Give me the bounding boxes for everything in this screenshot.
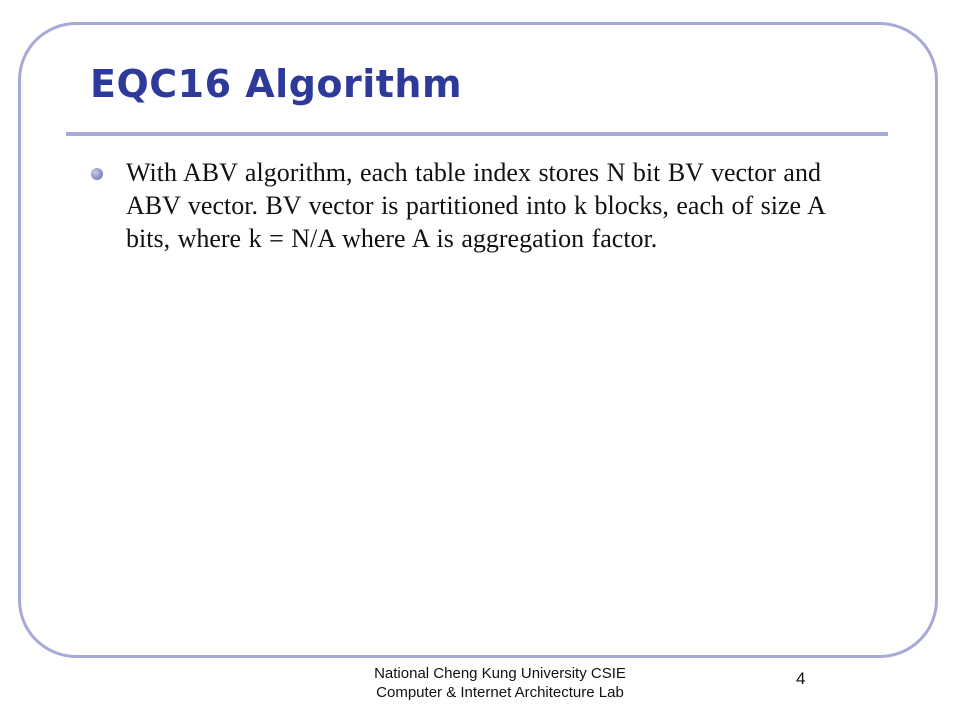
slide-frame <box>18 22 938 658</box>
bullet-text: With ABV algorithm, each table index sto… <box>126 158 825 253</box>
bullet-list: With ABV algorithm, each table index sto… <box>88 156 868 255</box>
bullet-dot-icon <box>91 168 103 180</box>
footer-lab-name: National Cheng Kung University CSIE Comp… <box>340 664 660 702</box>
title-divider <box>66 132 888 136</box>
footer-line-university: National Cheng Kung University CSIE <box>374 665 626 682</box>
footer-line-lab: Computer & Internet Architecture Lab <box>376 684 624 701</box>
bullet-item: With ABV algorithm, each table index sto… <box>88 156 868 255</box>
page-number: 4 <box>796 669 806 688</box>
slide-title: EQC16 Algorithm <box>90 62 463 106</box>
